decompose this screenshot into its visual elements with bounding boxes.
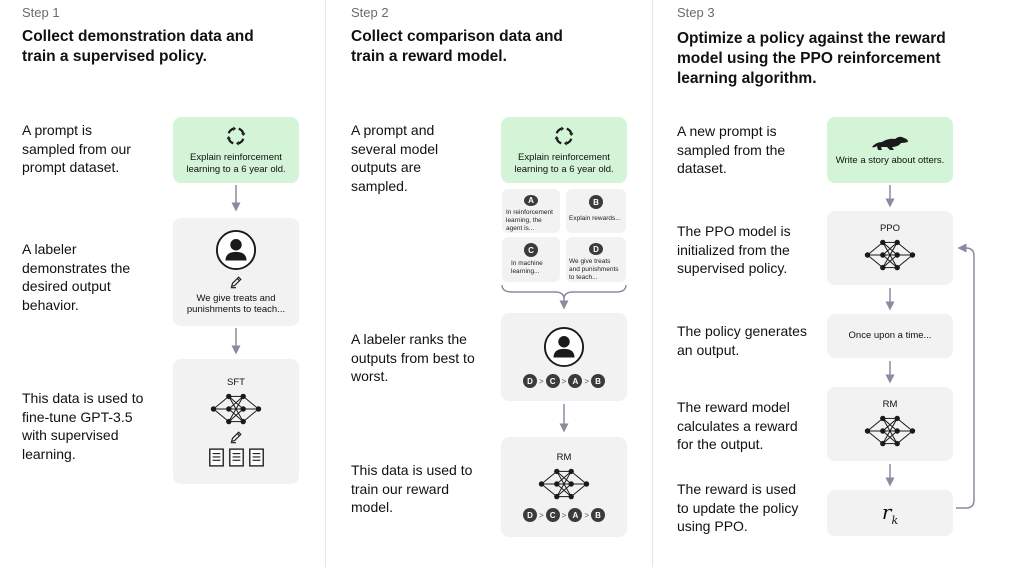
reward-model-box: RM D> C> A> B <box>501 437 627 537</box>
reward-symbol: r <box>881 499 892 524</box>
prompt-box: Explain reinforcement learning to a 6 ye… <box>173 117 299 183</box>
pencil-icon <box>229 430 243 444</box>
step-description: This data is used to fine-tune GPT-3.5 w… <box>22 390 144 462</box>
pencil-icon <box>229 275 243 289</box>
model-label: RM <box>556 452 572 463</box>
step-label: Step 2 <box>351 5 389 20</box>
rm-label: RM <box>882 399 898 410</box>
output-card-d: D We give treats and punishments to teac… <box>566 237 626 282</box>
rank-badge: B <box>591 374 605 388</box>
step-label: Step 3 <box>677 5 715 20</box>
refresh-icon <box>553 125 575 147</box>
output-badge: A <box>524 195 538 206</box>
prompt-box: Explain reinforcement learning to a 6 ye… <box>501 117 627 183</box>
flow-arrow <box>231 185 241 212</box>
reward-subscript: k <box>891 513 899 527</box>
output-card-a: A In reinforcement learning, the agent i… <box>502 189 560 233</box>
prompt-text: Explain reinforcement learning to a 6 ye… <box>514 152 614 175</box>
network-icon <box>209 391 263 427</box>
rank-badge: C <box>545 374 560 388</box>
demo-text: We give treats and punishments to teach.… <box>186 292 286 316</box>
ranking: D> C> A> B <box>522 508 605 522</box>
flow-arrow <box>885 185 895 208</box>
step-description: A new prompt is sampled from the dataset… <box>677 123 786 176</box>
rank-badge: D <box>522 508 537 522</box>
step-description: The reward is used to update the policy … <box>677 481 799 534</box>
user-icon <box>543 326 585 368</box>
step-description: The policy generates an output. <box>677 323 807 358</box>
user-icon <box>215 229 257 271</box>
step-description: A prompt is sampled from our prompt data… <box>22 122 131 175</box>
document-icon <box>248 448 265 467</box>
ranking: D> C> A> B <box>522 374 605 388</box>
ppo-label: PPO <box>879 223 901 234</box>
dataset-docs <box>208 448 265 467</box>
flow-arrow <box>231 328 241 355</box>
column-divider <box>652 0 653 567</box>
reward-box: rk <box>827 490 953 536</box>
document-icon <box>208 448 225 467</box>
output-text: In reinforcement learning, the agent is.… <box>506 209 553 232</box>
step-description: A prompt and several model outputs are s… <box>351 122 439 194</box>
output-text: Once upon a time... <box>848 330 932 342</box>
flow-arrow <box>885 464 895 487</box>
prompt-text: Write a story about otters. <box>835 155 945 167</box>
rank-badge: B <box>591 508 605 522</box>
step-description: The PPO model is initialized from the su… <box>677 223 791 276</box>
step-description: A labeler ranks the outputs from best to… <box>351 331 475 384</box>
ppo-model-box: PPO <box>827 211 953 285</box>
step-title: Optimize a policy against the reward mod… <box>677 30 946 87</box>
otter-icon <box>872 136 908 151</box>
refresh-icon <box>225 125 247 147</box>
flow-arrow <box>885 361 895 384</box>
reward-value: rk <box>882 500 898 527</box>
flow-arrow <box>885 288 895 311</box>
column-divider <box>325 0 326 567</box>
output-badge: C <box>524 243 538 257</box>
network-icon <box>863 237 917 273</box>
rank-badge: A <box>568 508 583 522</box>
merge-bracket <box>501 284 627 310</box>
step-title: Collect demonstration data and train a s… <box>22 28 254 65</box>
network-icon <box>863 413 917 449</box>
step-description: The reward model calculates a reward for… <box>677 399 798 452</box>
policy-output-box: Once upon a time... <box>827 314 953 358</box>
step-description: A labeler demonstrates the desired outpu… <box>22 241 131 313</box>
document-icon <box>228 448 245 467</box>
output-badge: B <box>589 195 603 209</box>
rank-badge: C <box>545 508 560 522</box>
output-badge: D <box>589 243 603 255</box>
network-icon <box>537 466 591 502</box>
labeler-rank-box: D> C> A> B <box>501 313 627 401</box>
sft-model-box: SFT <box>173 359 299 484</box>
step-description: This data is used to train our reward mo… <box>351 462 473 515</box>
rank-badge: D <box>522 374 537 388</box>
prompt-text: Explain reinforcement learning to a 6 ye… <box>186 152 286 175</box>
output-text: In machine learning... <box>511 260 543 275</box>
output-text: We give treats and punishments to teach.… <box>569 258 619 281</box>
output-text: Explain rewards... <box>569 215 621 222</box>
feedback-loop-arrow <box>956 243 975 509</box>
reward-model-box: RM <box>827 387 953 461</box>
step-label: Step 1 <box>22 5 60 20</box>
output-card-b: B Explain rewards... <box>566 189 626 233</box>
labeler-demo-box: We give treats and punishments to teach.… <box>173 218 299 326</box>
flow-arrow <box>559 404 569 433</box>
step-title: Collect comparison data and train a rewa… <box>351 28 563 65</box>
model-label: SFT <box>227 376 245 388</box>
prompt-box: Write a story about otters. <box>827 117 953 183</box>
rank-badge: A <box>568 374 583 388</box>
output-card-c: C In machine learning... <box>502 237 560 282</box>
